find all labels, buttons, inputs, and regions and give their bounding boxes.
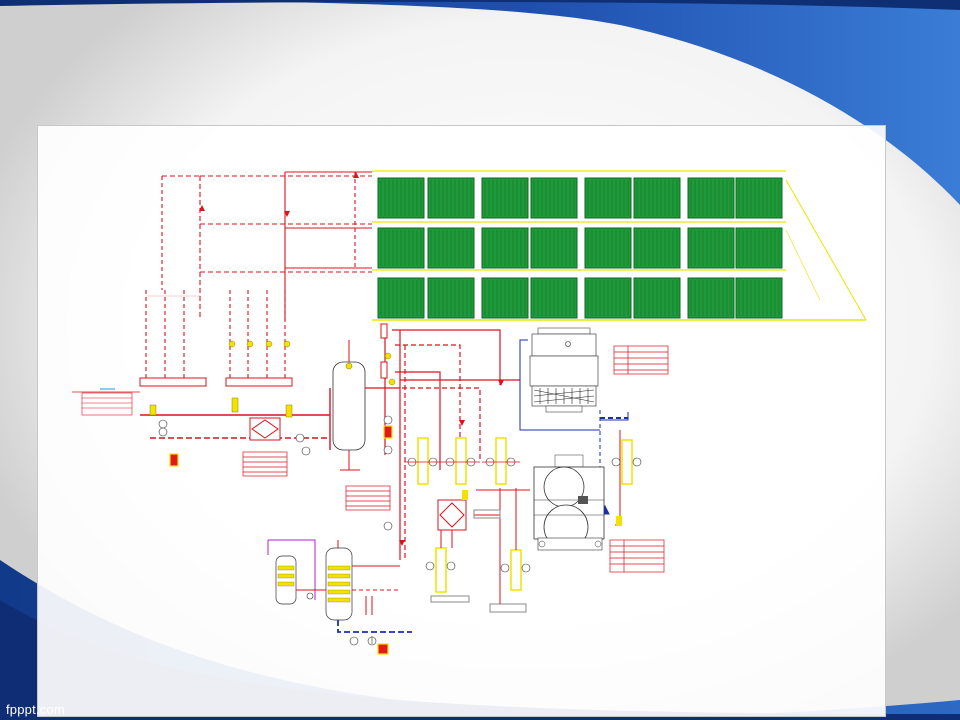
legend-table-icon [345,485,391,511]
valve-icon [384,352,396,386]
pump-icon [158,419,311,456]
legend-table-icon [613,345,669,375]
storage-tank-icon [332,361,366,451]
pump-icon [383,415,393,531]
legend-table-icon [81,392,133,416]
pump-station-5 [489,549,531,613]
collector-row-3 [377,277,783,319]
expansion-vessel-icon [169,453,179,467]
pump-station-3 [482,437,520,485]
legend-table-icon [242,451,288,477]
pump-station-2 [442,437,480,485]
collector-row-2 [377,227,783,269]
cooling-tower-icon [529,327,599,413]
pump-station-6 [611,439,642,485]
expansion-vessel-icon [383,425,393,439]
valve-icon [228,340,291,348]
pump-station-1 [404,437,442,485]
heat-exchanger-icon [249,417,281,441]
manifolds [139,340,293,387]
expansion-vessel-icon [377,643,389,655]
heat-exchanger-icon [437,499,467,531]
pump-station-4 [425,547,470,603]
legend-table-icon [609,539,665,573]
valve-icon [149,397,293,418]
collector-row-1 [377,177,783,219]
top-wave-band [0,0,960,205]
absorption-chiller-icon [533,454,605,551]
solar-collector-array [372,170,867,321]
collector-piping [145,171,372,378]
footer-brand: fpppt.com [6,702,65,717]
